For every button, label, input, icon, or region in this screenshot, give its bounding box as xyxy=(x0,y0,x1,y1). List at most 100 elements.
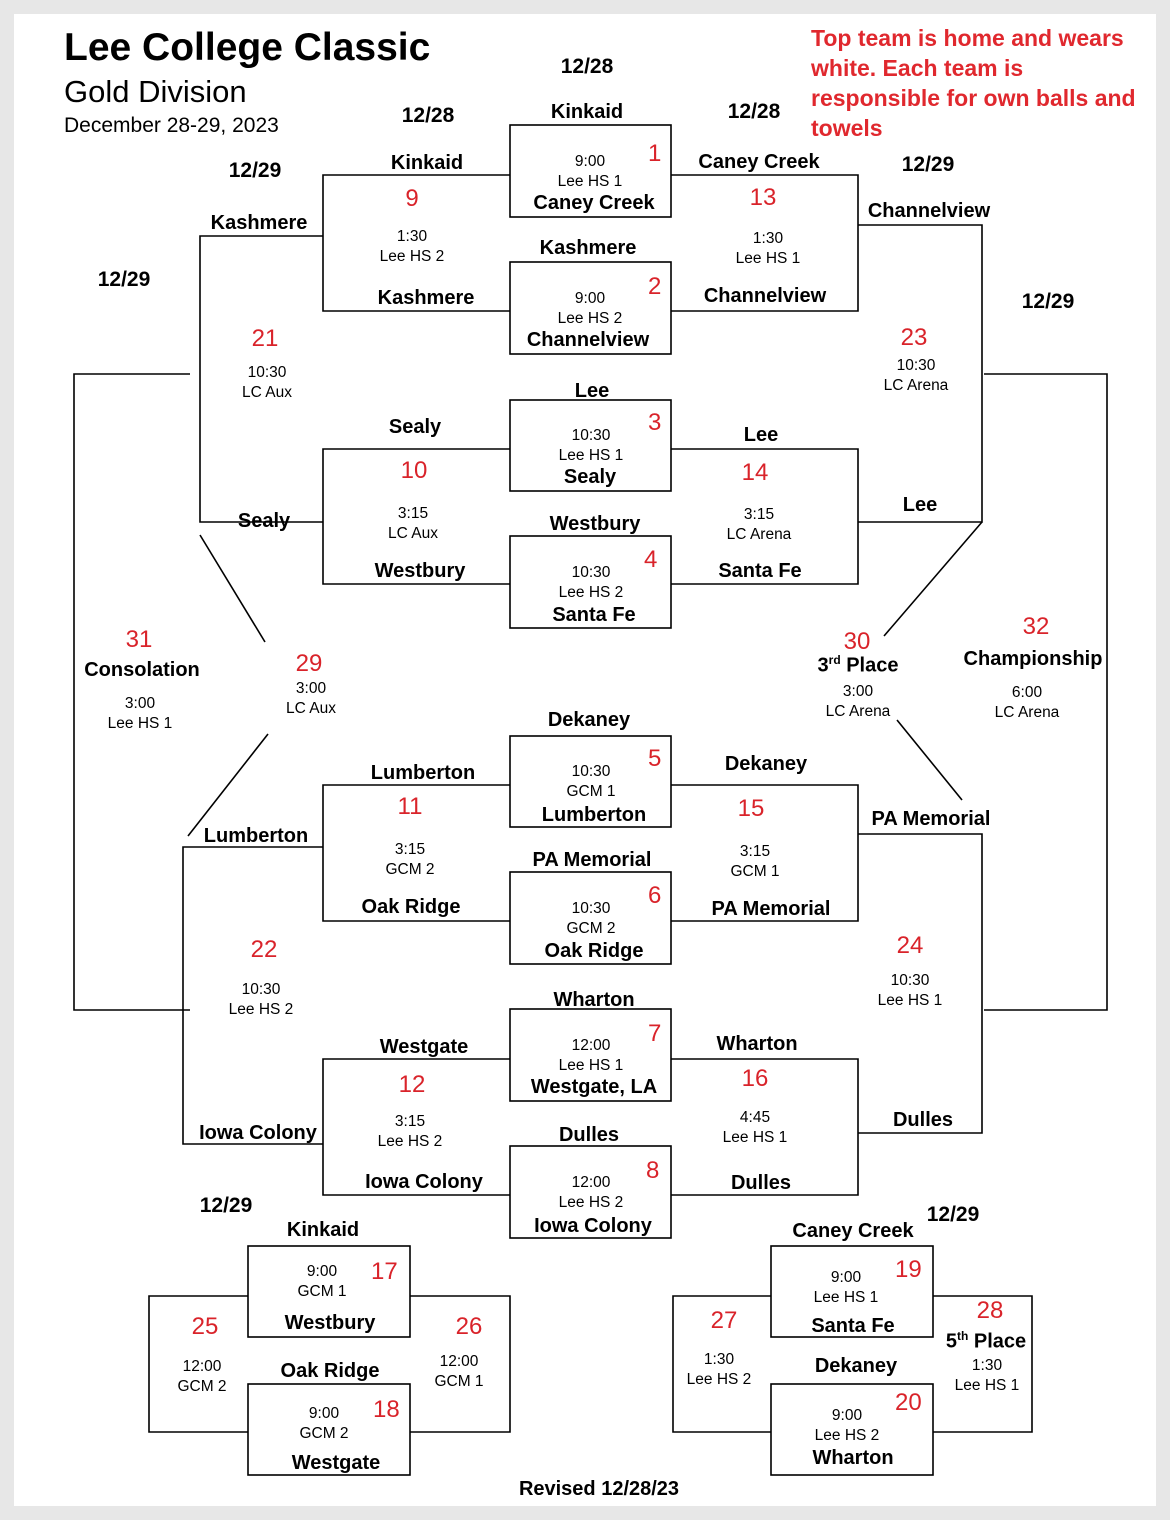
event-dates: December 28-29, 2023 xyxy=(64,114,279,137)
round-date-consol-left: 12/29 xyxy=(199,1194,253,1217)
g19-top-team: Caney Creek xyxy=(792,1220,914,1242)
bracket-sheet: Lee College Classic Gold Division Decemb… xyxy=(14,14,1156,1506)
revised-footer: Revised 12/28/23 xyxy=(518,1478,680,1500)
g22-number: 22 xyxy=(250,936,278,963)
g24-bottom-team: Dulles xyxy=(892,1109,954,1131)
g13-number: 13 xyxy=(749,184,777,211)
g3-number: 3 xyxy=(648,409,662,436)
g23-number: 23 xyxy=(900,324,928,351)
g29-number: 29 xyxy=(295,650,323,677)
g13-bottom-team: Channelview xyxy=(703,285,827,307)
g12-number: 12 xyxy=(398,1071,426,1098)
round-date-r1: 12/28 xyxy=(560,55,614,78)
g5-number: 5 xyxy=(648,745,662,772)
g3-bottom-team: Sealy xyxy=(563,466,617,488)
g23-top-team: Channelview xyxy=(867,200,991,222)
g24-number: 24 xyxy=(896,932,924,959)
g2-top-team: Kashmere xyxy=(539,237,637,259)
g27-number: 27 xyxy=(710,1307,738,1334)
g25-number: 25 xyxy=(191,1313,219,1340)
round-date-r2-left: 12/28 xyxy=(401,104,455,127)
g12-bottom-team: Iowa Colony xyxy=(365,1171,483,1193)
g2-bottom-team: Channelview xyxy=(526,329,650,351)
g16-top-team: Wharton xyxy=(716,1033,798,1055)
g1-bottom-team: Caney Creek xyxy=(533,192,655,214)
g20-bottom-team: Wharton xyxy=(812,1447,894,1469)
round-date-r2-right: 12/28 xyxy=(727,100,781,123)
g12-top-team: Westgate xyxy=(379,1036,469,1058)
g20-number: 20 xyxy=(895,1389,922,1416)
g13-top-team: Caney Creek xyxy=(698,151,820,173)
g8-top-team: Dulles xyxy=(558,1124,620,1146)
g32-number: 32 xyxy=(1022,613,1050,640)
round-date-sf-left: 12/29 xyxy=(97,268,151,291)
g4-bottom-team: Santa Fe xyxy=(552,604,636,626)
g15-bottom-team: PA Memorial xyxy=(711,898,831,920)
g22-bottom-team: Iowa Colony xyxy=(199,1122,317,1144)
g32-label: Championship xyxy=(963,648,1103,670)
g19-number: 19 xyxy=(895,1256,922,1283)
g15-top-team: Dekaney xyxy=(724,753,808,775)
g21-bottom-team: Sealy xyxy=(237,510,291,532)
bracket-lines xyxy=(73,124,1108,1476)
g5-bottom-team: Lumberton xyxy=(541,804,647,826)
g17-top-team: Kinkaid xyxy=(286,1219,360,1241)
g7-number: 7 xyxy=(648,1020,662,1047)
g21-number: 21 xyxy=(251,325,279,352)
home-team-note: Top team is home and wears white. Each t… xyxy=(811,25,1136,141)
g10-bottom-team: Westbury xyxy=(374,560,466,582)
g14-bottom-team: Santa Fe xyxy=(718,560,802,582)
g1-number: 1 xyxy=(648,140,662,167)
g21-top-team: Kashmere xyxy=(210,212,308,234)
g11-top-team: Lumberton xyxy=(370,762,476,784)
g6-number: 6 xyxy=(648,882,662,909)
g22-top-team: Lumberton xyxy=(203,825,309,847)
g8-bottom-team: Iowa Colony xyxy=(534,1215,652,1237)
round-date-qf-right: 12/29 xyxy=(901,153,955,176)
g8-number: 8 xyxy=(646,1157,660,1184)
g5-top-team: Dekaney xyxy=(547,709,631,731)
g30-label: 3rd Place xyxy=(817,653,899,677)
g28-number: 28 xyxy=(976,1297,1004,1324)
g11-bottom-team: Oak Ridge xyxy=(361,896,461,918)
g7-top-team: Wharton xyxy=(553,989,635,1011)
g31-label: Consolation xyxy=(84,659,200,681)
g10-number: 10 xyxy=(400,457,428,484)
g18-top-team: Oak Ridge xyxy=(280,1360,380,1382)
g15-number: 15 xyxy=(737,795,765,822)
g14-top-team: Lee xyxy=(743,424,779,446)
g31-number: 31 xyxy=(125,626,153,653)
g16-bottom-team: Dulles xyxy=(730,1172,792,1194)
g7-bottom-team: Westgate, LA xyxy=(530,1076,658,1098)
g9-bottom-team: Kashmere xyxy=(377,287,475,309)
g2-number: 2 xyxy=(648,273,662,300)
g11-number: 11 xyxy=(397,793,423,820)
g18-number: 18 xyxy=(373,1396,400,1423)
round-date-qf-left: 12/29 xyxy=(228,159,282,182)
